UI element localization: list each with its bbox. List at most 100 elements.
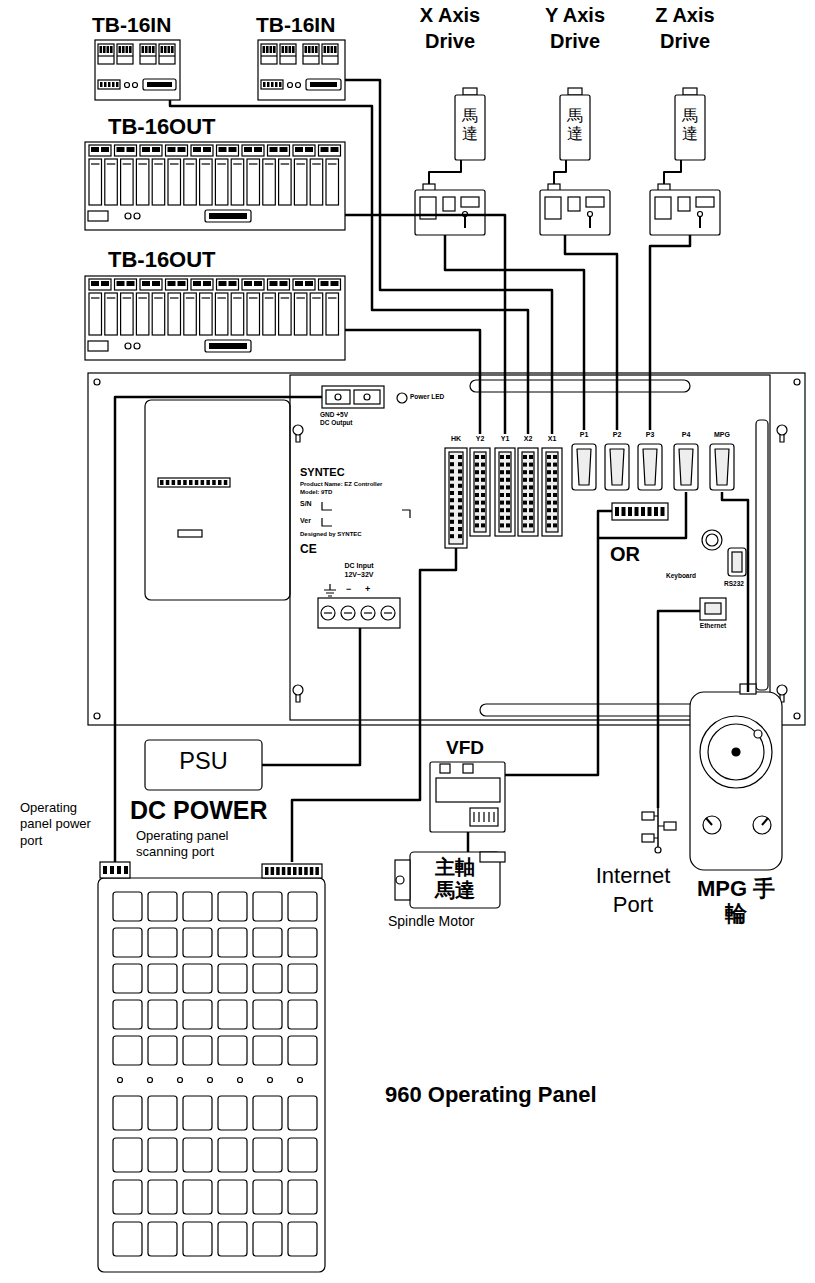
- dc-output-connector: GND +5VDC Output: [322, 386, 384, 408]
- motor-cable: [429, 160, 461, 186]
- text-holder: 960 Operating Panel: [385, 1082, 597, 1108]
- power-supply: [145, 740, 262, 790]
- text-label: GND +5V: [320, 411, 348, 419]
- pin: [276, 867, 280, 875]
- pin: [450, 462, 454, 466]
- led-label: Power LED: [410, 393, 444, 401]
- terminal-screw: [122, 46, 125, 53]
- terminal-screw: [331, 46, 334, 53]
- module-connector: [158, 478, 230, 487]
- pin: [523, 516, 527, 520]
- servo-drive: [650, 190, 720, 235]
- handwheel: [708, 724, 764, 780]
- terminal-block: [140, 279, 162, 290]
- text-holder: TB-16IN: [92, 12, 171, 37]
- network-node: [664, 822, 676, 830]
- relay: [168, 293, 181, 335]
- pin: [293, 867, 297, 875]
- panel-led: [268, 1078, 273, 1083]
- pin: [628, 507, 632, 516]
- terminal-block: [159, 55, 175, 56]
- text-label: P2: [605, 431, 629, 439]
- pin: [481, 508, 485, 512]
- panel-key: [148, 1096, 177, 1130]
- panel-key: [183, 1036, 212, 1065]
- text-holder: Model: 9TD: [300, 489, 332, 496]
- db-pins: [209, 343, 247, 349]
- text-label: Model: 9TD: [300, 489, 332, 496]
- handwheel-hub: [732, 748, 740, 756]
- ethernet-jack: [700, 598, 726, 620]
- operating-panel: [98, 878, 325, 1272]
- relay: [294, 159, 307, 205]
- text-label: Z Axis Drive: [640, 2, 730, 54]
- pin: [500, 478, 504, 482]
- drive-connector: [586, 197, 604, 207]
- panel-led: [178, 1078, 183, 1083]
- pin: [458, 469, 462, 473]
- text-holder: GND +5V: [320, 411, 348, 419]
- terminal-screw: [321, 147, 329, 152]
- pin: [547, 501, 551, 505]
- text-label: Y2: [470, 435, 490, 443]
- db9-connector: [577, 449, 591, 485]
- indicator: [134, 343, 140, 349]
- terminal-screw: [161, 46, 164, 53]
- panel-key: [113, 892, 142, 921]
- terminal-screw: [171, 46, 174, 53]
- relay: [215, 293, 228, 335]
- relay: [91, 297, 100, 298]
- terminal-block: [88, 211, 108, 221]
- pin-field: [449, 452, 463, 544]
- pin: [481, 463, 485, 467]
- module-pin: [177, 480, 181, 485]
- pin: [500, 523, 504, 527]
- panel-led: [148, 1078, 153, 1083]
- pin: [450, 491, 454, 495]
- text-label: Y Axis Drive: [530, 2, 620, 54]
- terminal-block: [261, 44, 277, 64]
- keyhole: [777, 425, 787, 435]
- indicator: [125, 343, 131, 349]
- pin: [450, 484, 454, 488]
- panel-key: [218, 1096, 247, 1130]
- text-holder: Product Name: EZ Controller: [300, 481, 382, 488]
- motor-cable: [664, 160, 681, 186]
- drive-connector: [696, 197, 714, 207]
- label-mark: [402, 510, 410, 518]
- pin: [506, 455, 510, 459]
- panel-key: [288, 1180, 317, 1214]
- db9-connector: [674, 444, 698, 490]
- pin: [475, 508, 479, 512]
- terminal-block: [217, 145, 239, 156]
- relay: [249, 297, 258, 298]
- relay: [310, 293, 323, 335]
- terminal-board: [258, 40, 345, 100]
- panel-key: [218, 964, 247, 993]
- text-holder: HK: [445, 435, 467, 443]
- module-pin: [172, 480, 176, 485]
- relay: [326, 159, 339, 205]
- port-label: Operating panel power port: [20, 800, 104, 849]
- motor-flange: [463, 88, 477, 95]
- terminal-screw: [219, 147, 227, 152]
- text-label: TB-16IN: [92, 12, 171, 37]
- pin: [287, 867, 291, 875]
- terminal-screw: [142, 147, 150, 152]
- cable: [115, 397, 322, 862]
- relay: [279, 159, 292, 205]
- port-connector: X2: [518, 434, 538, 536]
- text-label: Ethernet: [690, 622, 736, 630]
- pin: [529, 455, 533, 459]
- terminal-block: [217, 279, 239, 290]
- panel-key: [113, 1036, 142, 1065]
- pin: [506, 501, 510, 505]
- pin: [553, 470, 557, 474]
- terminal-block: [268, 145, 290, 156]
- pin: [523, 470, 527, 474]
- text-label: P1: [572, 431, 596, 439]
- text-label: X Axis Drive: [405, 2, 495, 54]
- panel-key: [253, 928, 282, 957]
- pin: [500, 485, 504, 489]
- terminal-block: [319, 279, 341, 290]
